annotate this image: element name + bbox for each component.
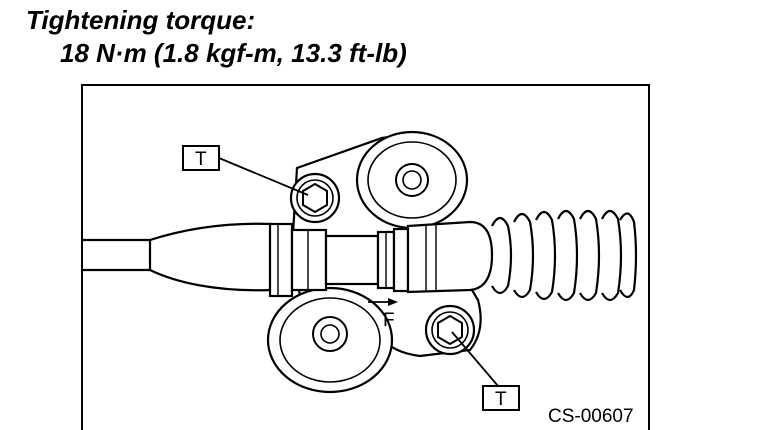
torque-title: Tightening torque: [26,5,256,35]
figure-code: CS-00607 [548,406,634,427]
cable-end-fitting [268,220,494,298]
callout-label-top: T [195,149,207,170]
torque-value: 18 N·m (1.8 kgf-m, 13.3 ft-lb) [60,38,407,68]
upper-bolt [289,172,341,224]
upper-pulley [355,130,469,230]
lower-pulley [266,286,394,394]
return-spring [491,209,638,302]
torque-heading: Tightening torque: 18 N·m (1.8 kgf-m, 13… [26,4,407,70]
direction-label: F [383,310,395,331]
direction-arrow [368,298,398,306]
leader-line-bottom [451,331,499,387]
lower-bolt [424,304,476,356]
figure-frame [81,84,650,430]
callout-box-bottom [482,385,520,411]
leader-line-top [218,157,309,196]
callout-label-bottom: T [495,389,507,410]
cable-sheath [83,222,274,292]
